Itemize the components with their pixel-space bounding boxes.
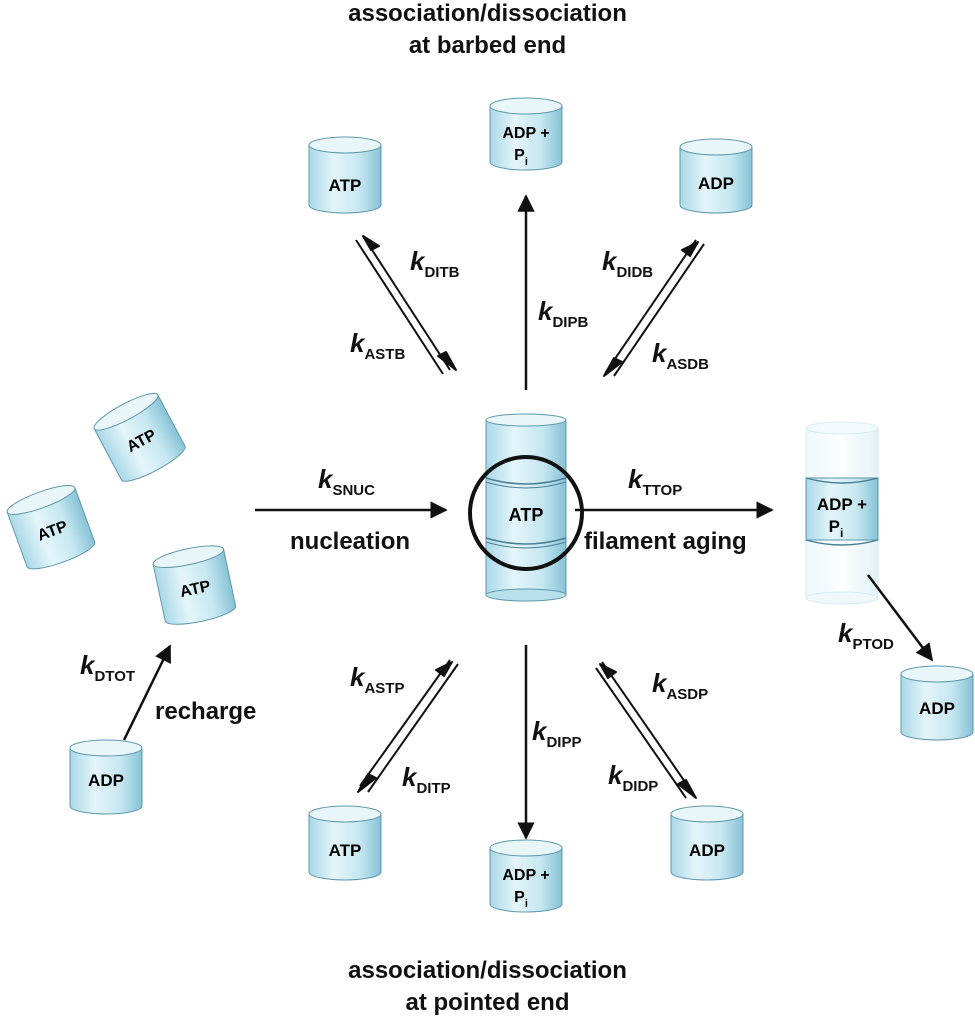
barbed-end-title-line1: association/dissociation: [348, 0, 627, 27]
pointed-pi-sub: i: [525, 898, 528, 910]
rate-astp-k: k: [350, 662, 365, 692]
free-atp-monomer-1: ATP: [93, 392, 186, 482]
barbed-end-title-line2: at barbed end: [408, 32, 567, 59]
monomer-recharge-adp: ADP: [69, 739, 143, 815]
free-atp-monomer-2: ATP: [6, 485, 96, 570]
arrow-ptod: [867, 574, 934, 662]
rate-dtot: kDTOT: [80, 650, 135, 684]
rate-ptod: kPTOD: [838, 618, 894, 652]
rate-ditb-sub: DITB: [424, 264, 460, 281]
monomer-aged-adp: ADP: [900, 665, 974, 741]
monomer-barbed-adp: ADP: [679, 138, 753, 214]
equilibrium-arrows: [355, 235, 705, 799]
rate-astp-sub: ASTP: [364, 680, 405, 697]
arrows: [122, 194, 934, 840]
barbed-atp-label: ATP: [329, 176, 362, 195]
monomer-barbed-atp: ATP: [308, 136, 382, 214]
rate-astb-sub: ASTB: [364, 346, 406, 363]
recharge-adp-label: ADP: [88, 771, 124, 790]
filament-aging-label: filament aging: [584, 528, 747, 555]
aging-pi-main: P: [829, 517, 840, 536]
monomer-pointed-atp: ATP: [308, 805, 382, 881]
rate-dipp-sub: DIPP: [546, 734, 582, 751]
rate-snuc-sub: SNUC: [332, 482, 375, 499]
aging-filament: ADP + Pi: [805, 421, 879, 605]
aging-pi-sub: i: [840, 526, 843, 540]
rate-ttop-k: k: [628, 464, 643, 494]
barbed-pi-label: Pi: [514, 147, 528, 168]
rate-snuc: kSNUC: [318, 464, 375, 498]
barbed-pi-sub: i: [525, 156, 528, 168]
nucleation-label: nucleation: [290, 528, 411, 555]
pointed-end-title-line1: association/dissociation: [348, 957, 627, 984]
monomer-pointed-adp-pi: ADP + Pi: [489, 839, 563, 913]
barbed-adp-label: ADP: [698, 174, 734, 193]
central-atp-label: ATP: [509, 505, 544, 525]
rate-asdp: kASDP: [652, 668, 708, 702]
rate-dipb-sub: DIPB: [552, 314, 589, 331]
equilibrium-pointed-adp: [595, 661, 697, 799]
rate-ttop-sub: TTOP: [642, 482, 683, 499]
equilibrium-pointed-atp: [357, 659, 459, 793]
rate-dipp: kDIPP: [532, 716, 581, 750]
rate-didb-sub: DIDB: [616, 264, 654, 281]
rate-asdb-sub: ASDB: [666, 356, 709, 373]
rate-didp-sub: DIDP: [622, 778, 659, 795]
pointed-adp-label: ADP: [689, 841, 725, 860]
rate-asdp-sub: ASDP: [666, 686, 709, 703]
focus-circle: [468, 455, 584, 571]
rate-didb-k: k: [602, 246, 617, 276]
free-atp-monomer-3: ATP: [152, 545, 237, 625]
pointed-atp-label: ATP: [329, 841, 362, 860]
aging-pi-label: Pi: [829, 517, 844, 540]
rate-asdb: kASDB: [652, 338, 709, 372]
monomer-pointed-adp: ADP: [670, 805, 744, 881]
rate-dtot-k: k: [80, 650, 95, 680]
aged-adp-label: ADP: [919, 699, 955, 718]
rate-astb: kASTB: [350, 328, 405, 362]
barbed-adp-pi-line1: ADP +: [502, 125, 549, 142]
rate-snuc-k: k: [318, 464, 333, 494]
arrow-dtot: [122, 644, 172, 741]
pointed-end-title: association/dissociation at pointed end: [0, 955, 975, 1019]
monomer-barbed-adp-pi: ADP + Pi: [489, 97, 563, 171]
aging-adp-label: ADP +: [817, 495, 867, 514]
rate-asdb-k: k: [652, 338, 667, 368]
rate-dipb: kDIPB: [538, 296, 588, 330]
rate-ptod-sub: PTOD: [852, 636, 894, 653]
rate-ptod-k: k: [838, 618, 853, 648]
rate-ditb: kDITB: [410, 246, 459, 280]
rate-ttop: kTTOP: [628, 464, 682, 498]
rate-didp-k: k: [608, 760, 623, 790]
pointed-adp-pi-line1: ADP +: [502, 867, 549, 884]
equilibrium-barbed-adp: [603, 239, 705, 377]
rate-ditp-k: k: [402, 762, 417, 792]
rate-didb: kDIDB: [602, 246, 653, 280]
rate-didp: kDIDP: [608, 760, 658, 794]
barbed-end-title: association/dissociation at barbed end: [0, 0, 975, 62]
equilibrium-barbed-atp: [355, 235, 457, 375]
rate-dipb-k: k: [538, 296, 553, 326]
rate-ditp-sub: DITP: [416, 780, 451, 797]
rate-asdp-k: k: [652, 668, 667, 698]
free-atp-3-label: ATP: [178, 578, 212, 601]
rate-astb-k: k: [350, 328, 365, 358]
pointed-end-title-line2: at pointed end: [405, 989, 570, 1016]
rate-dipp-k: k: [532, 716, 547, 746]
pointed-pi-label: Pi: [514, 889, 528, 910]
recharge-label: recharge: [155, 698, 257, 725]
rate-astp: kASTP: [350, 662, 404, 696]
central-filament: ATP: [468, 413, 584, 602]
barbed-pi-main: P: [514, 147, 525, 164]
pointed-pi-main: P: [514, 889, 525, 906]
rate-ditp: kDITP: [402, 762, 451, 796]
rate-ditb-k: k: [410, 246, 425, 276]
rate-dtot-sub: DTOT: [94, 668, 136, 685]
